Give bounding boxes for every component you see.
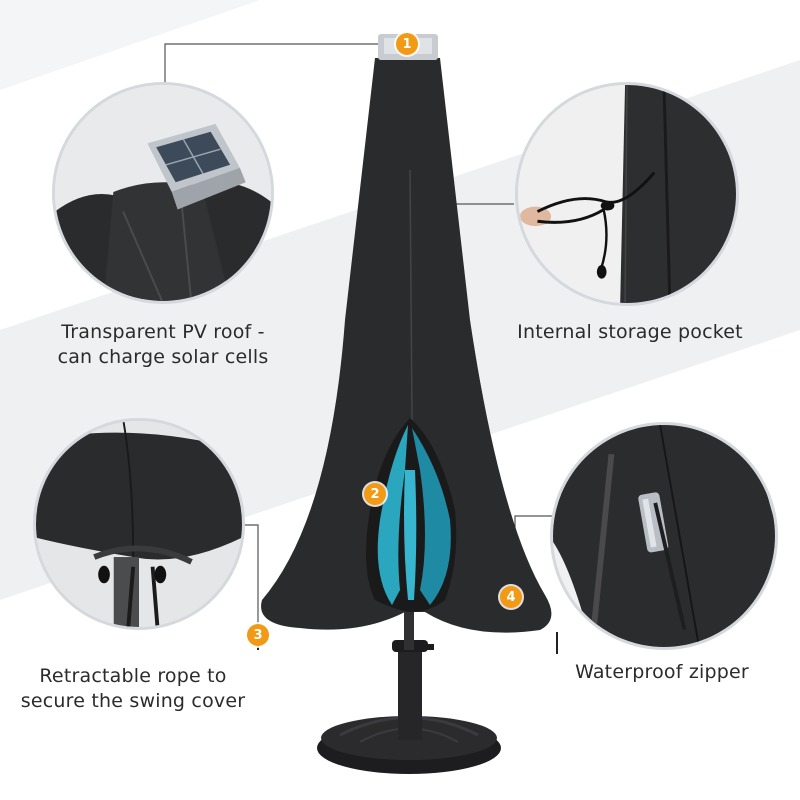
- detail-circle-storage-pocket: [515, 82, 739, 306]
- caption-storage-pocket: Internal storage pocket: [505, 320, 755, 345]
- drawstring-rope-icon: [36, 421, 242, 627]
- feature-badge-4: 4: [500, 586, 522, 608]
- solar-panel-icon: [55, 85, 271, 301]
- feature-badge-3: 3: [247, 624, 269, 646]
- caption-line: Waterproof zipper: [575, 661, 749, 683]
- zipper-icon: [553, 425, 775, 647]
- detail-circle-solar-roof: [52, 82, 274, 304]
- caption-line: can charge solar cells: [57, 346, 269, 368]
- storage-pocket-icon: [518, 85, 736, 303]
- feature-badge-2: 2: [364, 483, 386, 505]
- caption-drawstring: Retractable rope to secure the swing cov…: [8, 664, 258, 714]
- feature-badge-1: 1: [396, 33, 418, 55]
- caption-zipper: Waterproof zipper: [552, 660, 772, 685]
- caption-line: Retractable rope to: [39, 665, 227, 687]
- caption-line: secure the swing cover: [20, 690, 246, 712]
- caption-solar-roof: Transparent PV roof - can charge solar c…: [38, 320, 288, 370]
- detail-circle-drawstring: [33, 418, 245, 630]
- detail-circle-zipper: [550, 422, 778, 650]
- caption-line: Internal storage pocket: [517, 321, 743, 343]
- caption-line: Transparent PV roof -: [61, 321, 265, 343]
